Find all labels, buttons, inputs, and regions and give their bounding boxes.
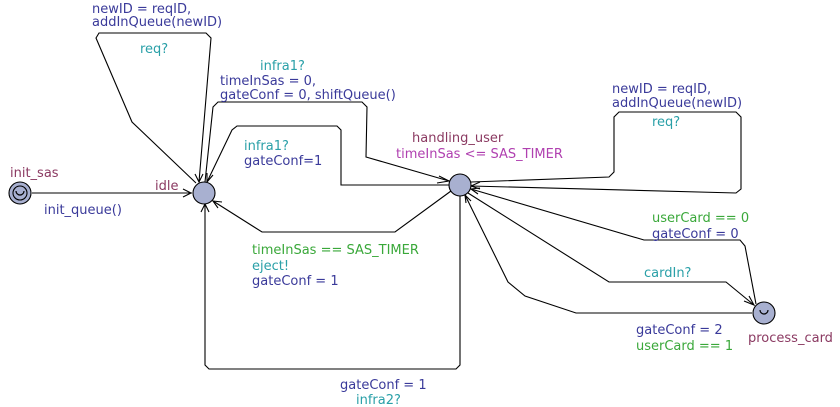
edge-process-to-handling-bottom <box>464 194 752 314</box>
arrowhead <box>206 173 214 184</box>
arrowhead <box>469 187 481 195</box>
location-idle[interactable] <box>192 181 216 205</box>
edge-idle-to-handling-user <box>204 101 450 183</box>
edge-label-timer-guard: timeInSas == SAS_TIMER <box>252 243 419 258</box>
location-init-sas[interactable] <box>8 181 32 205</box>
location-invariant-handling-user: timeInSas <= SAS_TIMER <box>396 147 563 162</box>
edge-label-handling-self-sync: req? <box>652 115 680 130</box>
edge-label-timer-sync: eject! <box>252 259 289 274</box>
arrowhead <box>194 173 204 184</box>
edge-label-idle-handling-update-2: gateConf = 0, shiftQueue() <box>220 88 396 103</box>
edge-label-infra2-update: gateConf = 1 <box>340 378 427 393</box>
edge-idle-self-loop <box>95 32 212 184</box>
edge-process-to-handling-top <box>470 188 757 305</box>
edge-handling-self-loop <box>470 111 742 194</box>
arrowhead <box>211 200 223 209</box>
edge-label-idle-handling-sync: infra1? <box>260 59 305 74</box>
arrowhead <box>743 295 756 307</box>
edge-label-idle-self-sync: req? <box>140 42 168 57</box>
edge-label-handling-self-update-1: newID = reqID, <box>612 82 711 97</box>
edge-label-handling-idle-infra1-update: gateConf=1 <box>244 154 322 169</box>
arrowhead <box>182 188 193 198</box>
location-name-idle: idle <box>155 179 178 194</box>
edge-label-process-top-guard: userCard == 0 <box>652 211 749 226</box>
location-handling-user[interactable] <box>448 173 472 197</box>
edge-label-process-bottom-update: gateConf = 2 <box>636 323 723 338</box>
location-name-handling-user: handling_user <box>412 131 504 146</box>
edge-label-init-update: init_queue() <box>44 203 122 218</box>
edge-label-idle-handling-update-1: timeInSas = 0, <box>220 74 316 89</box>
edge-label-process-bottom-guard: userCard == 1 <box>636 339 733 354</box>
edge-label-idle-self-update-2: addInQueue(newID) <box>92 15 222 30</box>
edge-handling-to-process <box>467 192 755 306</box>
edge-handling-to-idle-timer <box>212 190 452 233</box>
edge-label-process-top-update: gateConf = 0 <box>652 227 739 242</box>
edge-handling-to-idle-infra2 <box>204 196 461 370</box>
arrowhead <box>436 175 451 184</box>
edge-label-idle-self-update-1: newID = reqID, <box>92 2 191 17</box>
location-process-card[interactable] <box>752 301 776 325</box>
edge-label-timer-update: gateConf = 1 <box>252 274 339 289</box>
location-name-init-sas: init_sas <box>10 166 59 181</box>
edge-label-cardin-sync: cardIn? <box>644 266 691 281</box>
edge-label-infra2-sync: infra2? <box>356 393 401 407</box>
edge-handling-to-idle-infra1 <box>206 125 449 186</box>
edge-label-handling-idle-infra1-sync: infra1? <box>244 139 289 154</box>
edge-label-handling-self-update-2: addInQueue(newID) <box>612 96 742 111</box>
location-name-process-card: process_card <box>748 331 833 346</box>
